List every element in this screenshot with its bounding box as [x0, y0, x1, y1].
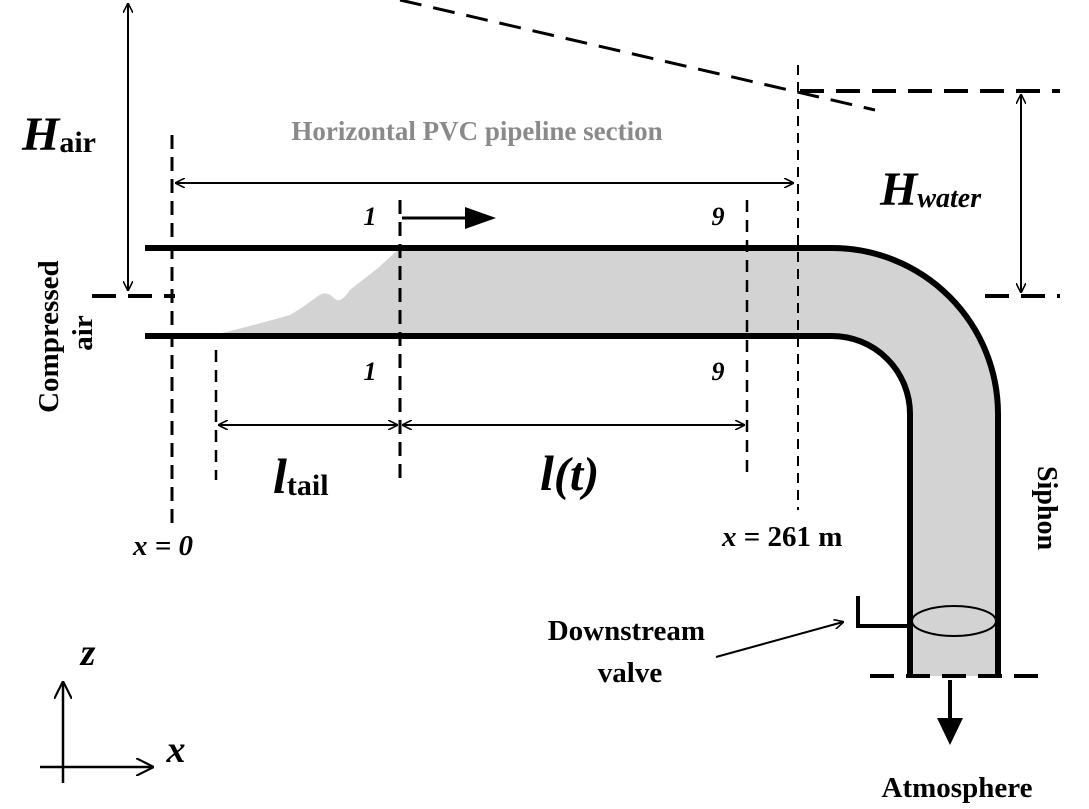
flow-direction-arrow-head	[465, 207, 496, 229]
axis-x-label: x	[166, 729, 186, 771]
section-9-bottom: 9	[712, 357, 725, 386]
h-air-subscript: air	[59, 126, 96, 159]
downstream-valve-line1: Downstream	[548, 615, 705, 647]
valve-disk	[911, 605, 997, 637]
l-t-argument: (t)	[554, 448, 599, 501]
l-tail-symbol: l	[273, 448, 287, 504]
section-1-bottom: 1	[364, 357, 377, 386]
siphon-label: Siphon	[1031, 466, 1062, 550]
x-261-value: = 261 m	[737, 521, 843, 553]
h-water-label: Hwater	[879, 163, 982, 216]
x-261-var: x	[721, 521, 737, 553]
section-1-top: 1	[364, 202, 377, 231]
l-t-label: l(t)	[540, 445, 599, 501]
h-water-symbol: H	[879, 163, 919, 216]
compressed-air-label: Compressed air	[33, 253, 99, 413]
section-9-top: 9	[712, 202, 725, 231]
h-air-symbol: H	[21, 108, 61, 161]
water-body	[222, 248, 998, 676]
axis-z-label: z	[79, 632, 96, 674]
h-water-subscript: water	[917, 183, 982, 214]
pipe-top-wall	[145, 245, 1001, 676]
valve-stem	[856, 596, 912, 628]
pipe-bottom-wall	[145, 333, 913, 676]
x-zero-label: x = 0	[132, 530, 193, 562]
compressed-air-line2: air	[67, 315, 99, 351]
x-261-label: x = 261 m	[721, 521, 842, 553]
compressed-air-line1: Compressed	[33, 260, 65, 413]
valve-pointer-arrow	[715, 622, 843, 658]
downstream-valve-line2: valve	[598, 657, 663, 689]
l-t-symbol: l	[540, 445, 554, 501]
diagram-title: Horizontal PVC pipeline section	[291, 116, 662, 146]
l-tail-label: ltail	[273, 448, 329, 504]
l-tail-subscript: tail	[287, 469, 329, 502]
reservoir-slope-dash	[399, 0, 876, 112]
h-air-label: Hair	[21, 108, 96, 161]
atmosphere-arrow-head	[937, 718, 963, 745]
atmosphere-label: Atmosphere	[882, 772, 1033, 804]
downstream-valve-label: Downstream valve	[548, 615, 713, 689]
